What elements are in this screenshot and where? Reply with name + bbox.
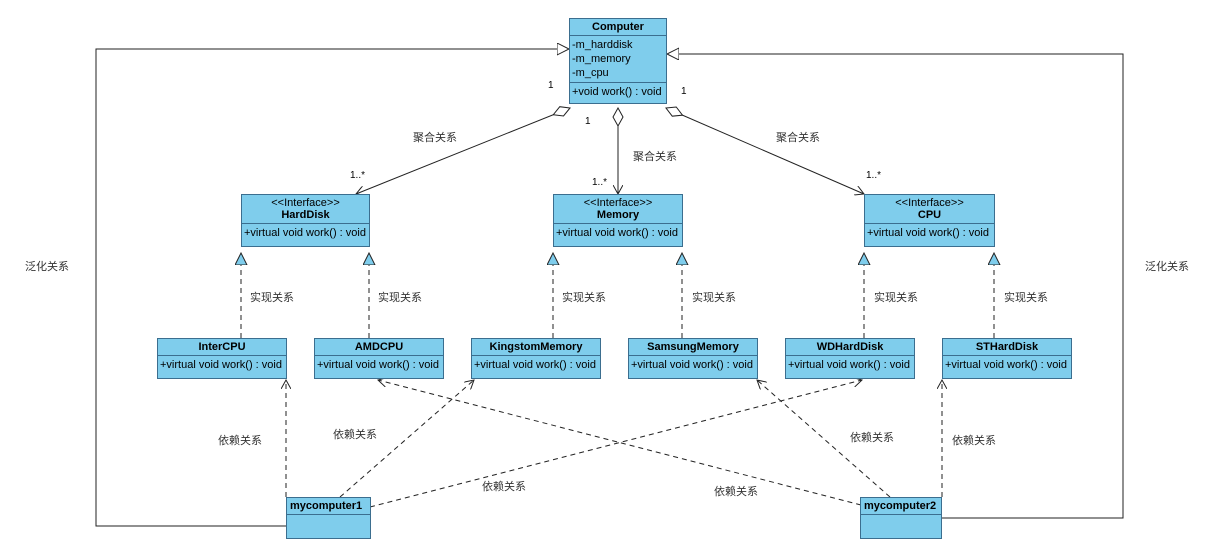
class-amdcpu-name: AMDCPU (354, 341, 404, 353)
dependency-label-3: 依赖关系 (482, 480, 526, 493)
class-wdharddisk-operation: +virtual void work() : void (786, 355, 914, 374)
class-stharddisk-name: STHardDisk (975, 341, 1039, 353)
class-amdcpu[interactable]: AMDCPU +virtual void work() : void (314, 338, 444, 379)
class-intercpu[interactable]: InterCPU +virtual void work() : void (157, 338, 287, 379)
multiplicity-many-memory: 1..* (592, 177, 608, 188)
class-wdharddisk[interactable]: WDHardDisk +virtual void work() : void (785, 338, 915, 379)
interface-cpu-operation: +virtual void work() : void (865, 223, 994, 242)
class-samsungmemory-name: SamsungMemory (647, 341, 739, 353)
class-computer-attributes: -m_harddisk -m_memory -m_cpu (570, 35, 666, 82)
class-kingstommemory-operation: +virtual void work() : void (472, 355, 600, 374)
aggregation-computer-cpu (666, 108, 864, 194)
operation-work: +void work() : void (572, 86, 662, 98)
generalization-mycomputer2-computer (667, 54, 1124, 519)
interface-memory[interactable]: <<Interface>> Memory +virtual void work(… (553, 194, 683, 247)
attribute-m-harddisk: -m_harddisk (572, 39, 633, 51)
interface-memory-operation: +virtual void work() : void (554, 223, 682, 242)
class-amdcpu-operation: +virtual void work() : void (315, 355, 443, 374)
class-samsungmemory-operation: +virtual void work() : void (629, 355, 757, 374)
multiplicity-one-left: 1 (548, 80, 554, 91)
class-mycomputer2[interactable]: mycomputer2 (860, 497, 942, 539)
class-kingstommemory-name: KingstomMemory (489, 341, 583, 353)
dependency-label-2: 依赖关系 (333, 428, 377, 441)
class-stharddisk[interactable]: STHardDisk +virtual void work() : void (942, 338, 1072, 379)
interface-stereotype: <<Interface>> (271, 197, 340, 209)
generalization-label-left: 泛化关系 (25, 260, 69, 273)
attribute-m-memory: -m_memory (572, 53, 631, 65)
realization-label-3: 实现关系 (562, 291, 606, 304)
class-mycomputer1-name: mycomputer1 (287, 498, 370, 515)
realization-label-1: 实现关系 (250, 291, 294, 304)
multiplicity-one-center: 1 (585, 116, 591, 127)
class-samsungmemory[interactable]: SamsungMemory +virtual void work() : voi… (628, 338, 758, 379)
aggregation-label-center: 聚合关系 (633, 150, 677, 163)
class-mycomputer2-name: mycomputer2 (861, 498, 941, 515)
dependency-label-5: 依赖关系 (850, 431, 894, 444)
attribute-m-cpu: -m_cpu (572, 67, 609, 79)
class-intercpu-operation: +virtual void work() : void (158, 355, 286, 374)
class-computer-operations: +void work() : void (570, 82, 666, 101)
class-stharddisk-operation: +virtual void work() : void (943, 355, 1071, 374)
dependency-label-6: 依赖关系 (952, 434, 996, 447)
realization-label-6: 实现关系 (1004, 291, 1048, 304)
interface-cpu-name: CPU (917, 209, 942, 221)
class-wdharddisk-name: WDHardDisk (816, 341, 884, 353)
multiplicity-many-cpu: 1..* (866, 170, 882, 181)
dependency-mycomputer1-wdharddisk (369, 380, 862, 508)
realization-label-5: 实现关系 (874, 291, 918, 304)
dependency-label-1: 依赖关系 (218, 434, 262, 447)
interface-harddisk[interactable]: <<Interface>> HardDisk +virtual void wor… (241, 194, 370, 247)
interface-stereotype: <<Interface>> (583, 197, 653, 209)
aggregation-label-left: 聚合关系 (413, 131, 457, 144)
class-mycomputer1[interactable]: mycomputer1 (286, 497, 371, 539)
interface-stereotype: <<Interface>> (895, 197, 964, 209)
multiplicity-one-right: 1 (681, 86, 687, 97)
interface-harddisk-operation: +virtual void work() : void (242, 223, 369, 242)
realization-label-4: 实现关系 (692, 291, 736, 304)
multiplicity-many-harddisk: 1..* (350, 170, 366, 181)
aggregation-computer-harddisk (356, 108, 570, 194)
interface-harddisk-name: HardDisk (281, 209, 330, 221)
class-kingstommemory[interactable]: KingstomMemory +virtual void work() : vo… (471, 338, 601, 379)
interface-cpu[interactable]: <<Interface>> CPU +virtual void work() :… (864, 194, 995, 247)
class-intercpu-name: InterCPU (198, 341, 246, 353)
generalization-label-right: 泛化关系 (1145, 260, 1189, 273)
dependency-mycomputer2-samsungmemory (757, 380, 891, 498)
generalization-mycomputer1-computer (95, 49, 569, 527)
class-computer[interactable]: Computer -m_harddisk -m_memory -m_cpu +v… (569, 18, 667, 104)
aggregation-label-right: 聚合关系 (776, 131, 820, 144)
dependency-mycomputer2-amdcpu (378, 380, 862, 506)
class-computer-name: Computer (592, 21, 644, 33)
interface-memory-name: Memory (596, 209, 640, 221)
dependency-label-4: 依赖关系 (714, 485, 758, 498)
realization-label-2: 实现关系 (378, 291, 422, 304)
dependency-mycomputer1-kingstommemory (339, 380, 474, 498)
